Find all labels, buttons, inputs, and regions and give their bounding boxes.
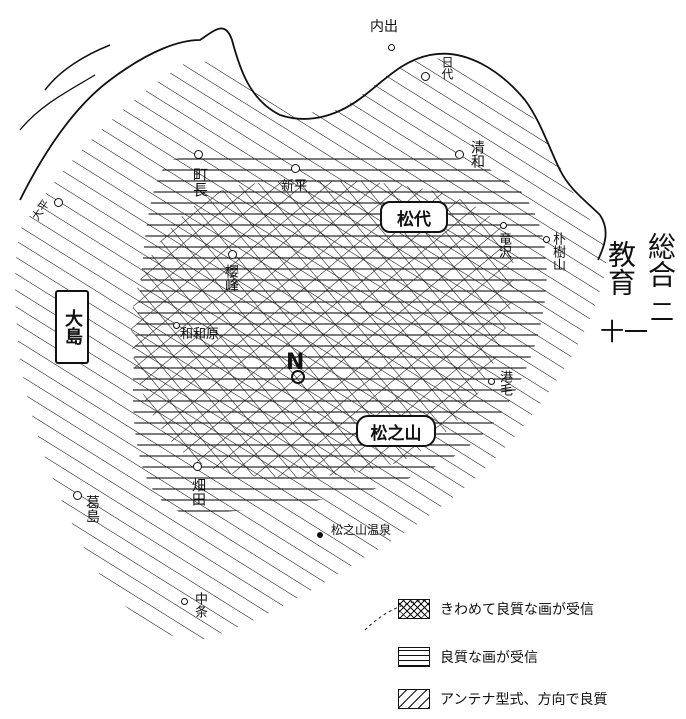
town-box-matsushiro: 松代 — [380, 201, 448, 233]
legend-label-diagonal: アンテナ型式、方向で良質 — [440, 692, 608, 708]
place-label-washiwahara: 和和原 — [180, 327, 220, 342]
place-label-takihisa: 竜沢 — [496, 232, 511, 258]
north-arrow: N — [286, 352, 304, 374]
side-label-col2: 教育 — [604, 240, 637, 296]
river-line-north — [19, 27, 601, 216]
place-label-sakuraoka: 櫻峰 — [223, 264, 239, 292]
place-label-choten: 町長 — [191, 167, 209, 197]
side-label-col4: 二 — [650, 298, 674, 326]
side-label-col3: 十一 — [600, 318, 648, 346]
river-line-east — [597, 214, 607, 261]
legend-swatch-crosshatch — [398, 599, 430, 619]
legend-swatch-diagonal — [398, 689, 430, 709]
place-label-hiyama: 朴樹山 — [550, 232, 565, 271]
legend-row-crosshatch: きわめて良質な画が受信 — [398, 596, 594, 622]
town-box-matsunoyama: 松之山 — [356, 415, 436, 447]
place-dot-uchide — [388, 44, 395, 51]
place-label-kashiwade: 畑田 — [190, 478, 206, 506]
place-dot-taihei — [54, 198, 63, 207]
north-arrow-ring — [291, 370, 305, 384]
place-label-shinpei: 新平 — [281, 179, 308, 194]
place-dot-kashiwade — [193, 462, 202, 471]
place-label-uchide: 内出 — [370, 19, 398, 35]
legend-row-horizontal: 良質な画が受信 — [398, 644, 538, 670]
legend-row-diagonal: アンテナ型式、方向で良質 — [398, 686, 607, 712]
side-label-col1: 総合 — [644, 232, 677, 288]
place-dot-sakuraoka — [228, 250, 237, 259]
place-dot-minatoe — [488, 378, 495, 385]
place-dot-seiwa — [455, 150, 464, 159]
place-dot-choten — [194, 150, 203, 159]
place-dot-matsuonsen — [317, 532, 323, 538]
place-label-matsuonsen: 松之山温泉 — [331, 523, 392, 537]
place-dot-kusuka — [73, 491, 82, 500]
place-label-seiwa: 清和 — [469, 140, 485, 168]
legend-label-crosshatch: きわめて良質な画が受信 — [440, 602, 594, 618]
river-line-west-2 — [19, 74, 96, 131]
legend-label-horizontal: 良質な画が受信 — [440, 650, 538, 666]
legend-swatch-horizontal — [398, 647, 430, 667]
place-dot-hiyo — [421, 72, 430, 81]
place-dot-shinpei — [291, 164, 300, 173]
place-dot-nakajo — [181, 598, 188, 605]
place-label-minatoe: 港毛 — [497, 370, 512, 396]
region-crosshatch — [131, 180, 515, 478]
place-label-nakajo: 中条 — [192, 592, 207, 618]
river-line-west — [44, 44, 111, 91]
place-dot-washiwahara — [173, 322, 180, 329]
north-marker-text: N — [286, 350, 305, 375]
place-label-kusuka: 葛島 — [84, 495, 100, 523]
place-label-hiyo: 日代 — [440, 56, 454, 80]
town-box-ooshima: 大島 — [55, 290, 89, 364]
place-dot-takihisa — [500, 222, 507, 229]
place-dot-hiyama — [543, 236, 550, 243]
